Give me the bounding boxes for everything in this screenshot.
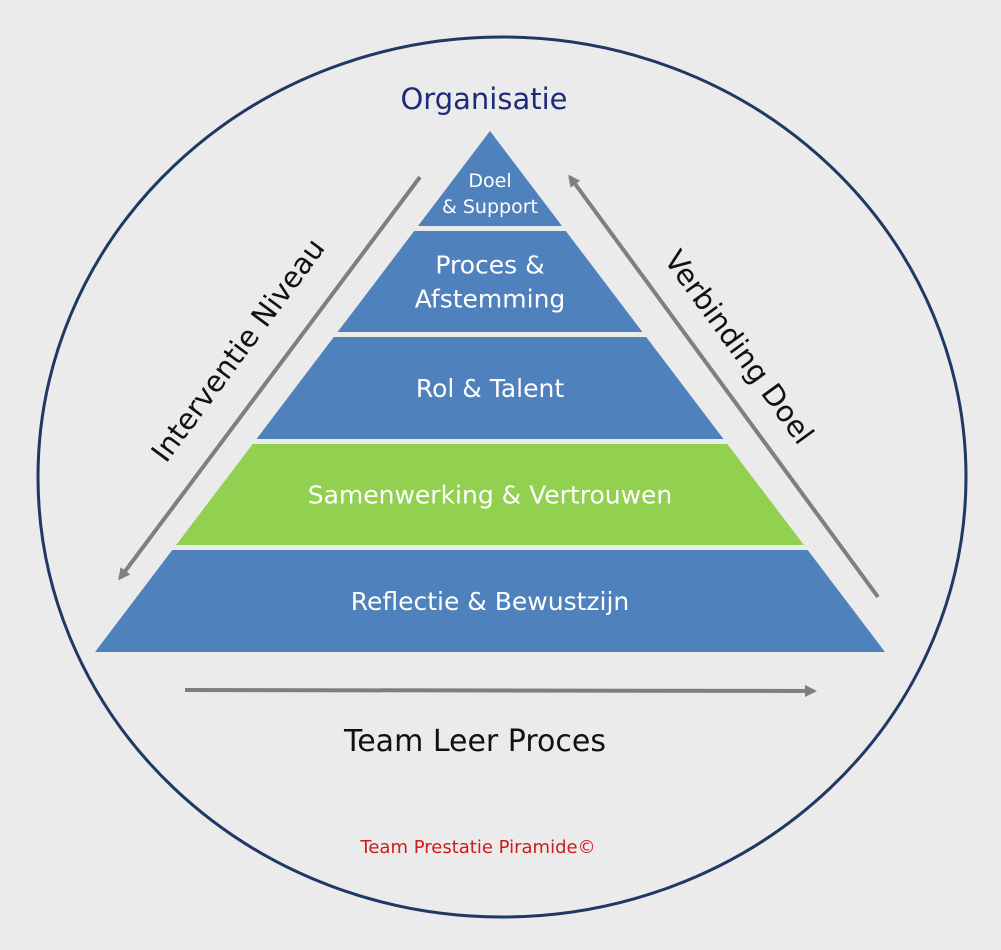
interventie-niveau-arrow: [118, 175, 422, 581]
team-leer-proces-arrow: [184, 684, 817, 697]
level-samenwerking-vertrouwen-band: [176, 444, 804, 545]
verbinding-doel-arrow: [568, 174, 880, 599]
team-leer-proces-label: Team Leer Proces: [343, 724, 606, 759]
level-reflectie-bewustzijn-band: [95, 550, 885, 652]
level-reflectie-bewustzijn-label: Reflectie & Bewustzijn: [351, 587, 630, 616]
level-proces-afstemming-label: Proces &: [435, 251, 544, 280]
level-proces-afstemming-band: [337, 231, 643, 332]
level-proces-afstemming-label: Afstemming: [415, 285, 566, 314]
level-doel-support-band: [418, 131, 562, 226]
copyright-label: Team Prestatie Piramide©: [359, 837, 595, 858]
level-rol-talent-band: [256, 337, 724, 439]
level-samenwerking-vertrouwen-label: Samenwerking & Vertrouwen: [308, 481, 673, 510]
level-rol-talent-label: Rol & Talent: [416, 374, 565, 403]
organisatie-label: Organisatie: [400, 82, 567, 116]
level-doel-support-label: & Support: [442, 196, 538, 218]
level-doel-support-label: Doel: [468, 170, 511, 192]
